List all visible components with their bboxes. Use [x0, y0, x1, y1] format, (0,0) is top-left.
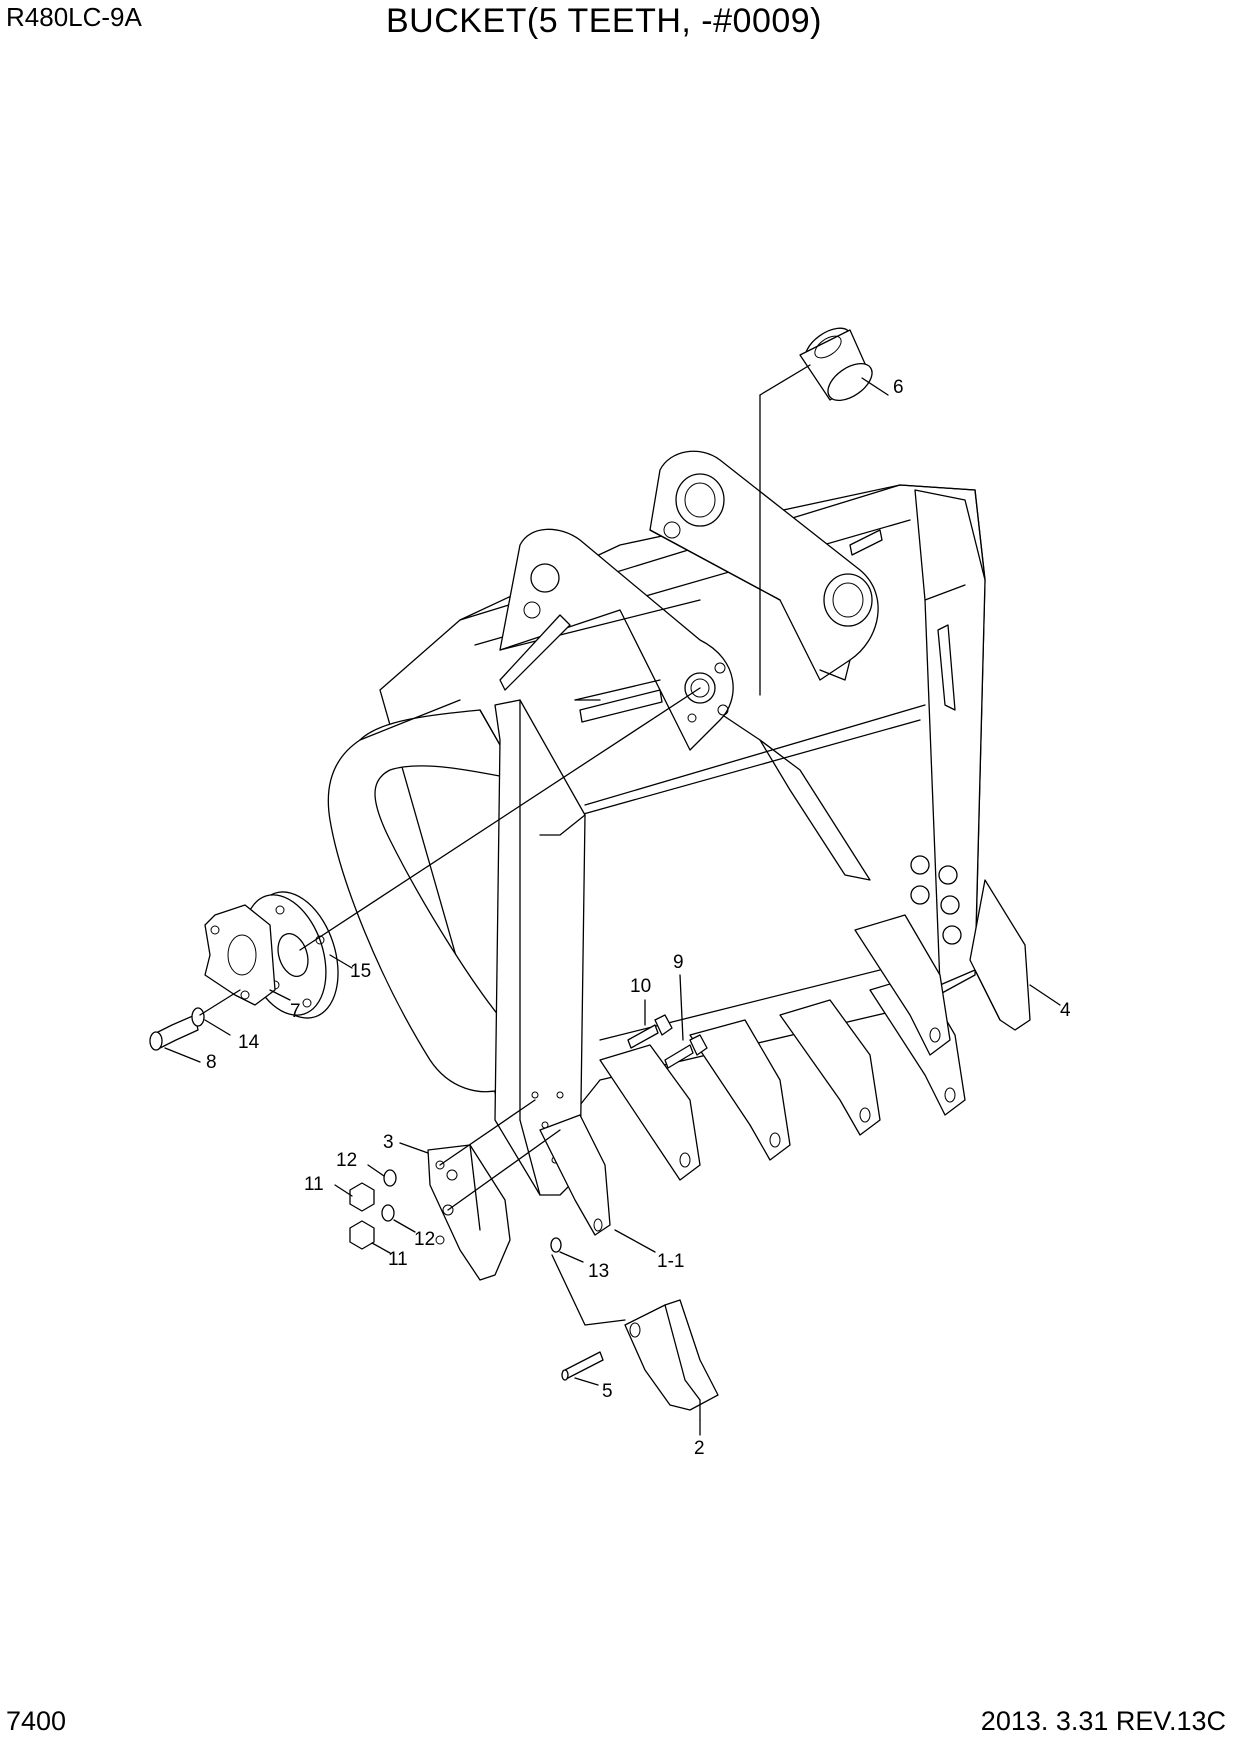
bolt-part-9 [664, 1034, 708, 1069]
callout-3: 3 [383, 1132, 394, 1153]
side-wear-plate [969, 879, 1031, 1031]
washer-part-14 [191, 989, 241, 1027]
lock-washer-part-13 [550, 1237, 626, 1326]
page-title: BUCKET(5 TEETH, -#0009) [386, 2, 823, 40]
nut-part-11-lower [349, 1220, 375, 1250]
side-cutter-part-3 [427, 1099, 561, 1281]
bolt-part-10 [627, 1014, 673, 1049]
flange-plate-part-7 [204, 904, 276, 1006]
callout-13: 13 [588, 1261, 609, 1282]
bushing-part-6 [759, 327, 873, 696]
callout-15: 15 [350, 961, 371, 982]
page-number: 7400 [6, 1706, 67, 1736]
callout-14: 14 [238, 1032, 260, 1053]
callout-5: 5 [602, 1381, 613, 1402]
left-pin-boss-bracket [499, 528, 734, 751]
callout-7: 7 [290, 1001, 301, 1022]
right-side-bolt-holes [910, 855, 962, 945]
callout-1-1: 1-1 [657, 1251, 684, 1272]
revision-date: 2013. 3.31 REV.13C [980, 1706, 1226, 1736]
right-pin-boss-bracket [649, 450, 879, 681]
bolt-part-8 [149, 1014, 199, 1051]
top-cross-bars [499, 529, 883, 723]
callout-2: 2 [694, 1438, 705, 1459]
callout-labels: 6 4 15 7 14 8 10 9 3 12 11 12 11 13 1-1 … [206, 377, 1071, 1459]
tooth-part-2 [624, 1299, 719, 1421]
callout-12b: 12 [414, 1229, 435, 1250]
leader-lines [164, 377, 1061, 1436]
callout-12: 12 [336, 1150, 357, 1171]
bucket-center-rib [494, 699, 586, 1196]
callout-10: 10 [630, 976, 651, 997]
tooth-adapters-row [539, 914, 966, 1236]
model-name: R480LC-9A [6, 2, 142, 32]
callout-4: 4 [1060, 1000, 1071, 1021]
callout-6: 6 [893, 377, 904, 398]
callout-11: 11 [304, 1174, 324, 1195]
pin-part-5 [561, 1351, 604, 1381]
callout-9: 9 [673, 952, 684, 973]
washer-part-12-upper [383, 1169, 397, 1187]
callout-11b: 11 [388, 1249, 408, 1270]
callout-8: 8 [206, 1052, 217, 1073]
washer-part-12-lower [381, 1204, 395, 1222]
nut-part-11-upper [349, 1182, 375, 1212]
